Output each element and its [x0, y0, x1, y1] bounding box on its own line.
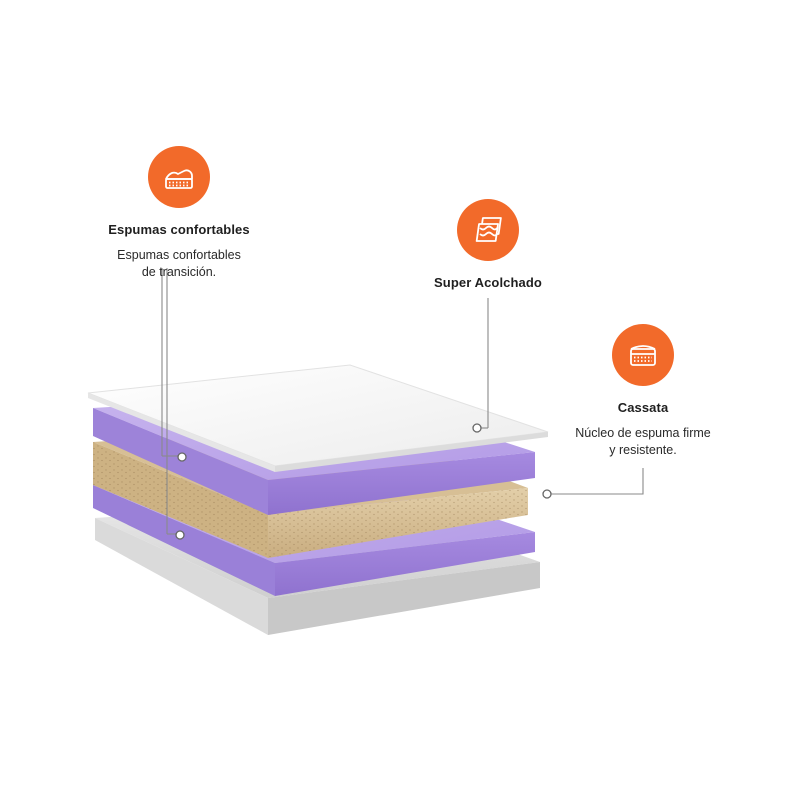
badge-espumas — [148, 146, 210, 208]
dot-core — [542, 489, 552, 499]
badge-acolchado — [457, 199, 519, 261]
mattress-core-icon — [630, 345, 656, 366]
leader-lines — [161, 268, 644, 535]
desc-line: Espumas confortables — [117, 248, 241, 262]
desc-line: de transición. — [141, 265, 217, 279]
feature-title: Espumas confortables — [108, 222, 250, 237]
feature-title: Cassata — [617, 400, 669, 415]
dot-lower-foam — [175, 530, 185, 540]
feature-cassata: Cassata Núcleo de espuma firme y resiste… — [553, 324, 733, 459]
desc-line: y resistente. — [609, 443, 677, 457]
feature-title: Super Acolchado — [434, 275, 542, 290]
quilted-layers-icon — [475, 217, 502, 242]
foam-layer-icon — [165, 169, 193, 189]
badge-cassata — [612, 324, 674, 386]
feature-espumas: Espumas confortables Espumas confortable… — [88, 146, 270, 281]
dot-upper-foam — [177, 452, 187, 462]
dot-top-layer — [472, 423, 482, 433]
feature-description: Espumas confortables de transición. — [88, 247, 270, 281]
feature-acolchado: Super Acolchado — [418, 199, 558, 290]
feature-description: Núcleo de espuma firme y resistente. — [553, 425, 733, 459]
top-quilted-layer — [87, 364, 549, 472]
leader-cassata — [551, 468, 644, 495]
connection-points — [175, 423, 552, 540]
desc-line: Núcleo de espuma firme — [575, 426, 711, 440]
